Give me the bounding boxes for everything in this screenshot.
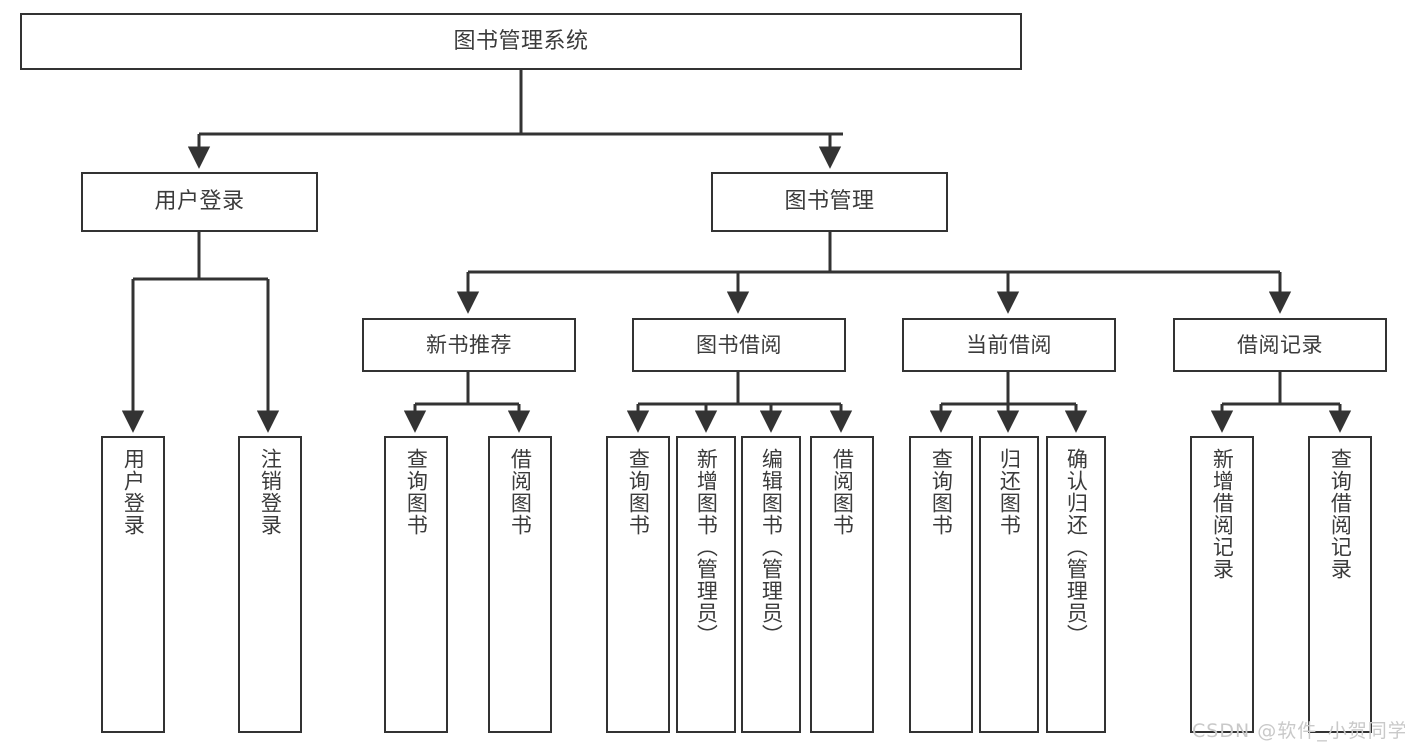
node-leaf-add-book[interactable]: 新增图书（管理员） xyxy=(676,436,736,733)
node-current-borrow-label: 当前借阅 xyxy=(966,332,1052,357)
node-leaf-user-login-label: 用户登录 xyxy=(121,448,146,536)
node-leaf-user-login[interactable]: 用户登录 xyxy=(101,436,165,733)
node-book-manage-label: 图书管理 xyxy=(784,189,875,215)
node-leaf-return-book-label: 归还图书 xyxy=(997,448,1022,536)
csdn-watermark: CSDN @软件_小贺同学 xyxy=(1192,720,1405,742)
node-leaf-borrow-book-1-label: 借阅图书 xyxy=(508,448,533,536)
node-leaf-borrow-book-2[interactable]: 借阅图书 xyxy=(810,436,874,733)
node-leaf-logout[interactable]: 注销登录 xyxy=(238,436,302,733)
node-user-login-label: 用户登录 xyxy=(154,189,245,215)
node-leaf-confirm-return-label: 确认归还（管理员） xyxy=(1064,448,1089,646)
node-leaf-query-book-2-label: 查询图书 xyxy=(626,448,651,536)
node-leaf-query-book-1-label: 查询图书 xyxy=(404,448,429,536)
node-leaf-add-book-label: 新增图书（管理员） xyxy=(694,448,719,646)
node-leaf-query-book-1[interactable]: 查询图书 xyxy=(384,436,448,733)
node-leaf-query-book-3[interactable]: 查询图书 xyxy=(909,436,973,733)
node-user-login[interactable]: 用户登录 xyxy=(81,172,318,232)
node-leaf-return-book[interactable]: 归还图书 xyxy=(979,436,1039,733)
node-leaf-confirm-return[interactable]: 确认归还（管理员） xyxy=(1046,436,1106,733)
node-leaf-query-record[interactable]: 查询借阅记录 xyxy=(1308,436,1372,733)
node-leaf-borrow-book-1[interactable]: 借阅图书 xyxy=(488,436,552,733)
node-borrow-record[interactable]: 借阅记录 xyxy=(1173,318,1387,372)
node-book-borrow[interactable]: 图书借阅 xyxy=(632,318,846,372)
node-root[interactable]: 图书管理系统 xyxy=(20,13,1022,70)
node-leaf-logout-label: 注销登录 xyxy=(258,448,283,536)
node-current-borrow[interactable]: 当前借阅 xyxy=(902,318,1116,372)
node-leaf-add-record[interactable]: 新增借阅记录 xyxy=(1190,436,1254,733)
node-leaf-edit-book-label: 编辑图书（管理员） xyxy=(759,448,784,646)
node-book-borrow-label: 图书借阅 xyxy=(696,332,782,357)
node-leaf-edit-book[interactable]: 编辑图书（管理员） xyxy=(741,436,801,733)
node-new-book-rec-label: 新书推荐 xyxy=(426,332,512,357)
node-borrow-record-label: 借阅记录 xyxy=(1237,332,1323,357)
node-new-book-rec[interactable]: 新书推荐 xyxy=(362,318,576,372)
node-leaf-query-book-3-label: 查询图书 xyxy=(929,448,954,536)
node-leaf-borrow-book-2-label: 借阅图书 xyxy=(830,448,855,536)
node-book-manage[interactable]: 图书管理 xyxy=(711,172,948,232)
node-root-label: 图书管理系统 xyxy=(453,28,589,54)
node-leaf-query-book-2[interactable]: 查询图书 xyxy=(606,436,670,733)
node-leaf-query-record-label: 查询借阅记录 xyxy=(1328,448,1353,580)
node-leaf-add-record-label: 新增借阅记录 xyxy=(1210,448,1235,580)
